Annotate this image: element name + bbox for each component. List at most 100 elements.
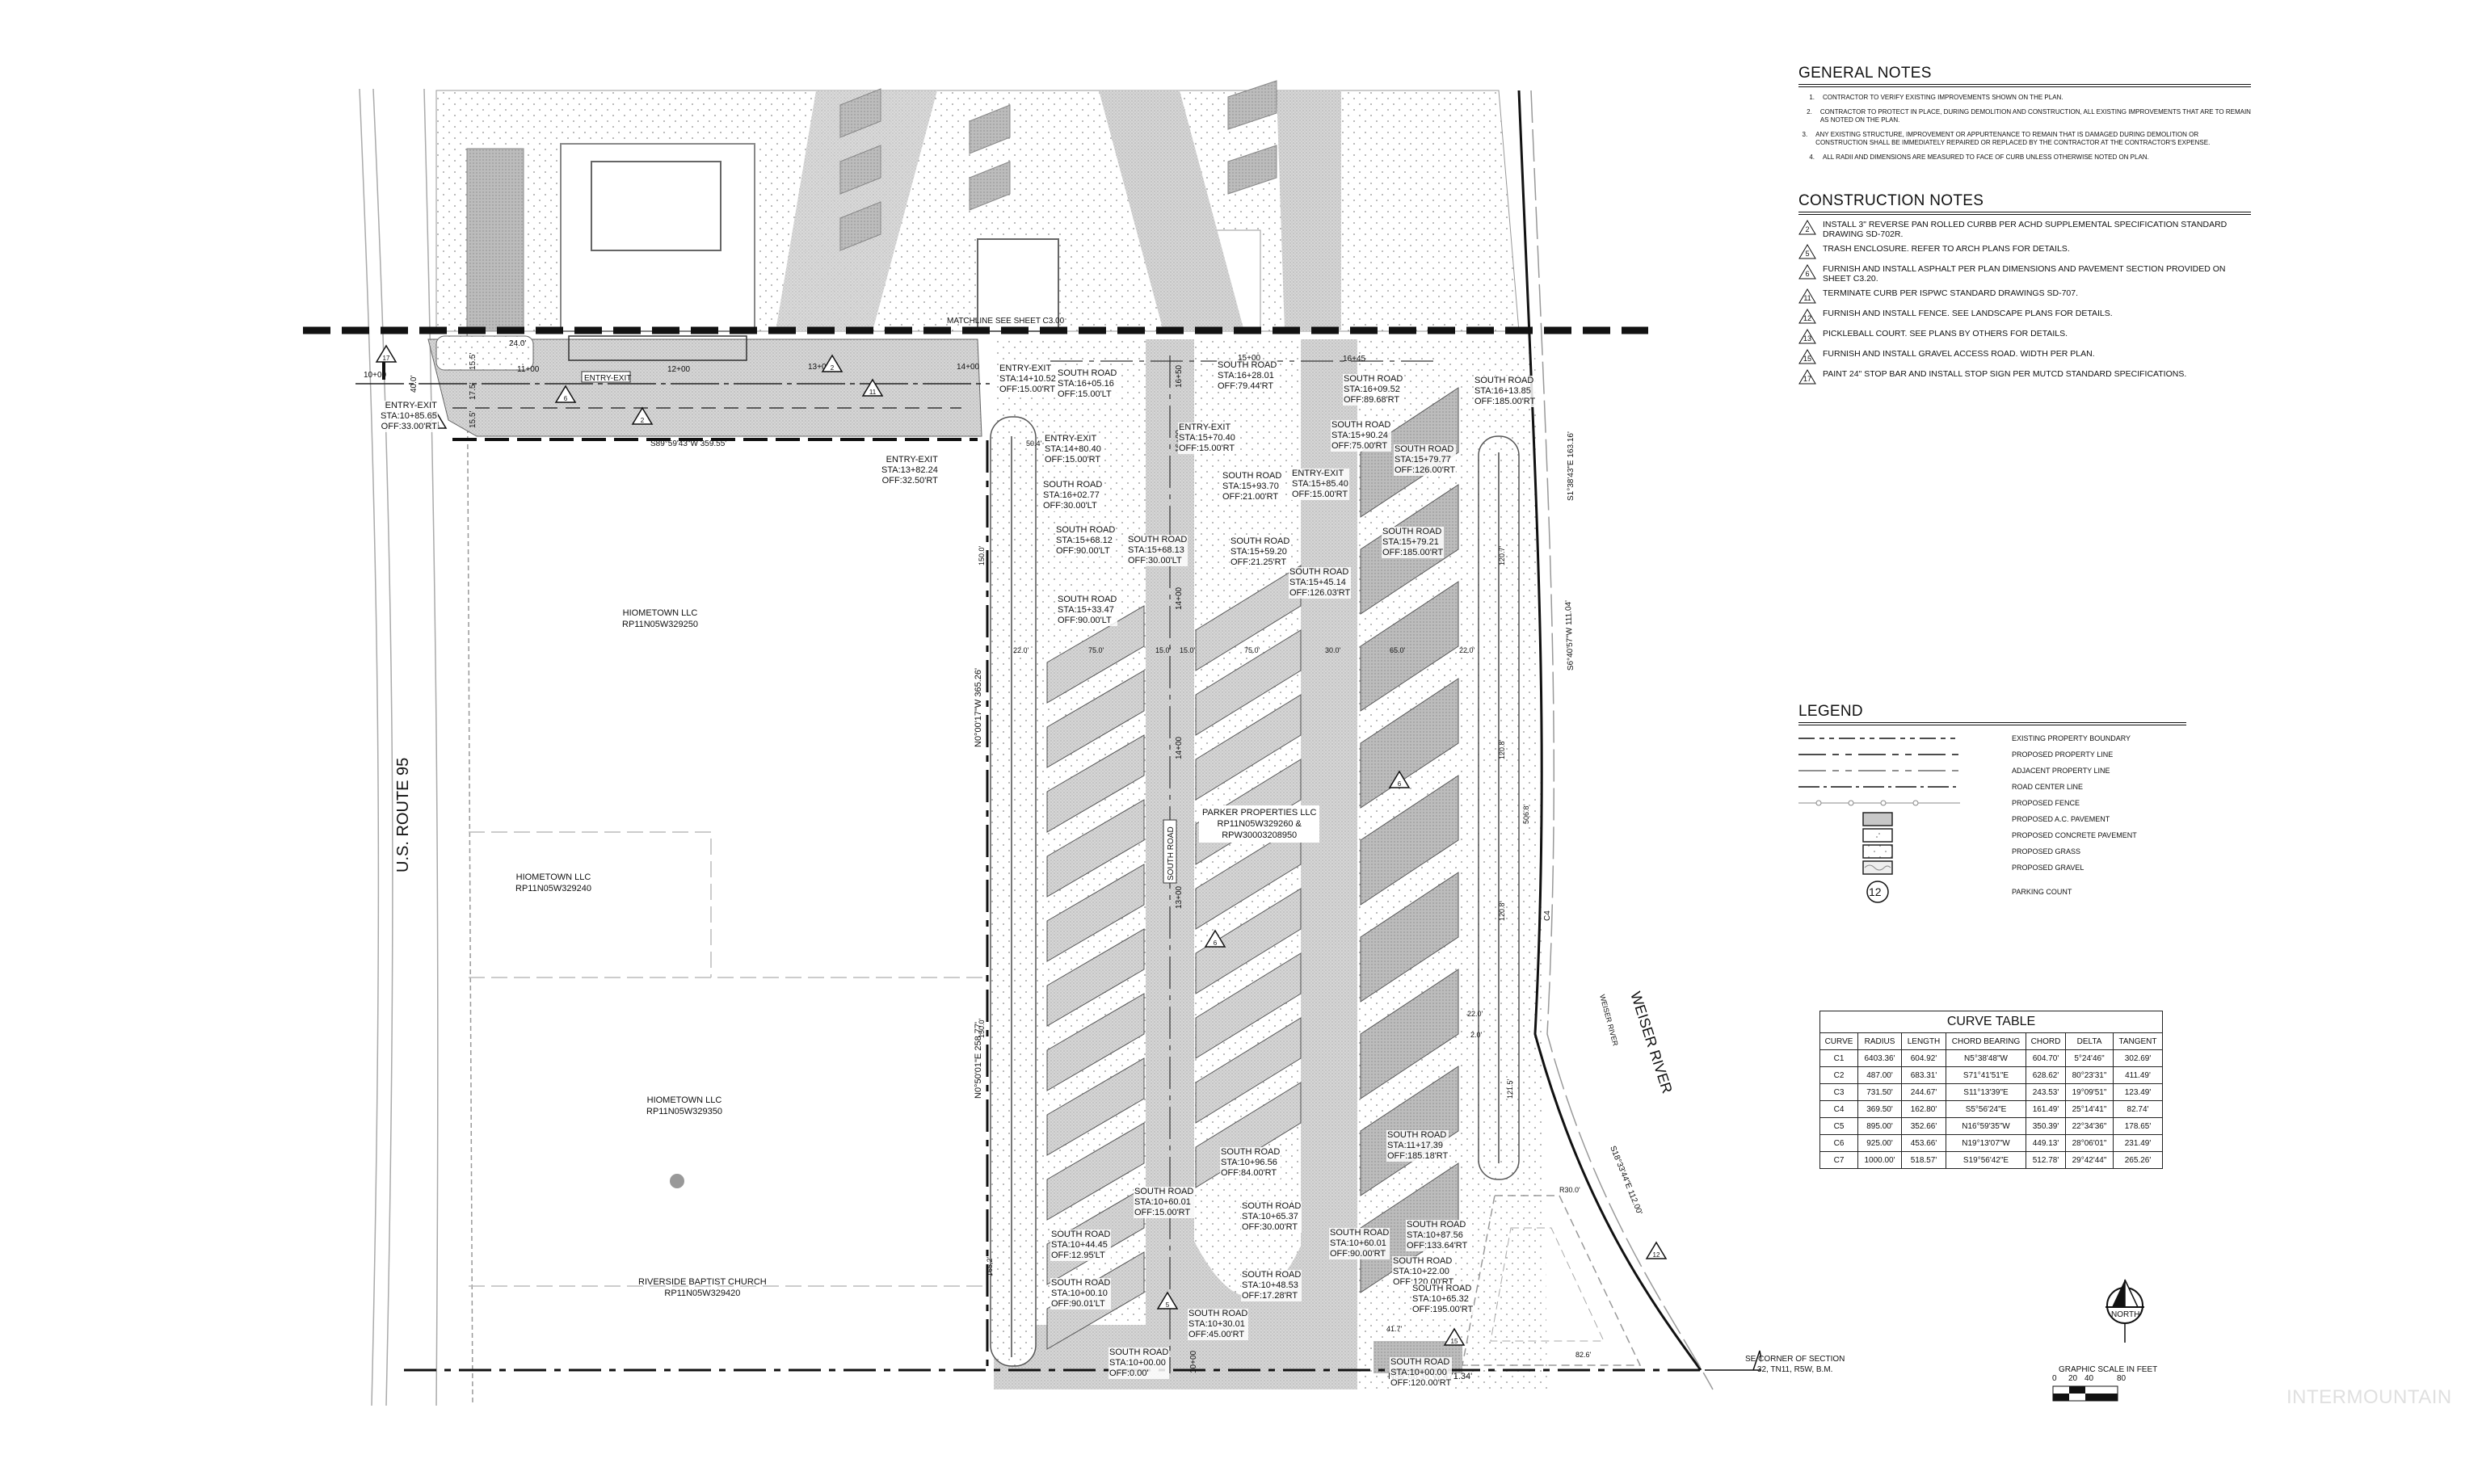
- legend-item: PROPOSED FENCE: [1798, 795, 2186, 811]
- legend-item: ADJACENT PROPERTY LINE: [1798, 763, 2186, 779]
- section-corner-note: SE CORNER OF SECTION 32, TN11, R5W, B.M.: [1745, 1355, 1845, 1374]
- us-route-95: [359, 88, 473, 1406]
- legend-item: ROAD CENTER LINE: [1798, 779, 2186, 795]
- north-boundary-bearing: S89°59'43"W 359.55': [650, 439, 726, 448]
- utility-pole-marker: [670, 1174, 684, 1188]
- svg-text:2: 2: [641, 417, 645, 424]
- svg-text:24.0': 24.0': [509, 339, 526, 348]
- owner-label: HIOMETOWN LLC RP11N05W329250: [622, 608, 698, 629]
- owner-label: PARKER PROPERTIES LLC RP11N05W329260 & R…: [1199, 805, 1320, 843]
- curve-table-header: CURVE RADIUS LENGTH CHORD BEARING CHORD …: [1819, 1032, 2163, 1050]
- svg-text:40.0': 40.0': [410, 376, 419, 393]
- svg-text:82.6': 82.6': [1575, 1351, 1592, 1359]
- owner-label: RIVERSIDE BAPTIST CHURCH RP11N05W329420: [638, 1277, 767, 1298]
- road-center-line-icon: [1798, 779, 2000, 795]
- svg-text:30.0': 30.0': [1325, 646, 1341, 654]
- svg-text:11: 11: [869, 389, 877, 396]
- general-notes-title: GENERAL NOTES: [1798, 65, 2251, 87]
- general-note: 3.ANY EXISTING STRUCTURE, IMPROVEMENT OR…: [1802, 131, 2211, 146]
- svg-text:6: 6: [1214, 940, 1218, 947]
- curve-c4-marker: C4: [1543, 910, 1552, 921]
- watermark: INTERMOUNTAIN: [2286, 1386, 2452, 1408]
- svg-text:15.5': 15.5': [469, 353, 477, 370]
- entry-road-stations: 10+00 11+00 12+00 13+00 14+00: [364, 363, 980, 380]
- svg-text:6: 6: [564, 395, 568, 402]
- svg-text:17.5': 17.5': [469, 383, 477, 400]
- svg-text:13+00: 13+00: [808, 363, 831, 372]
- ac-pavement-swatch: [1798, 811, 2000, 827]
- entry-exit-road-label: ENTRY-EXIT: [584, 374, 631, 383]
- svg-text:N0°00'17"W 365.26': N0°00'17"W 365.26': [974, 668, 983, 747]
- svg-text:22.0': 22.0': [1459, 646, 1475, 654]
- legend-item: PROPOSED GRASS: [1798, 843, 2186, 860]
- svg-text:14+00: 14+00: [957, 363, 980, 372]
- note-triangle-icon: 2: [1798, 220, 1816, 235]
- gravel-swatch: [1798, 860, 2000, 876]
- svg-text:10+00: 10+00: [364, 371, 387, 380]
- weiser-river-label: WEISER RIVER: [1627, 990, 1676, 1095]
- svg-text:75.0': 75.0': [1244, 646, 1260, 654]
- upper-area: [435, 80, 1520, 332]
- concrete-pavement-swatch: [1798, 827, 2000, 843]
- svg-text:150.0': 150.0': [978, 1018, 986, 1038]
- scale-bar-icon: [2052, 1385, 2118, 1402]
- svg-text:12+00: 12+00: [667, 365, 691, 374]
- matchline-label: MATCHLINE SEE SHEET C3.00: [947, 317, 1065, 326]
- property-lines: [404, 90, 1862, 1390]
- proposed-property-line-icon: [1798, 746, 2000, 763]
- svg-text:15.0': 15.0': [1180, 646, 1196, 654]
- north-label: NORTH: [2111, 1310, 2140, 1319]
- svg-text:15.5': 15.5': [469, 411, 477, 428]
- curve-table: CURVE TABLE CURVE RADIUS LENGTH CHORD BE…: [1819, 1011, 2163, 1169]
- curve-table-title: CURVE TABLE: [1819, 1011, 2163, 1032]
- plan-note-markers: [375, 344, 1668, 1346]
- north-arrow-icon: [2105, 1279, 2144, 1343]
- svg-text:41.7': 41.7': [1386, 1325, 1403, 1333]
- svg-text:120.8': 120.8': [1498, 739, 1506, 759]
- site-plan-drawing: U.S. ROUTE 95 MATCHLINE SEE SHEET C3.00 …: [303, 80, 1865, 1406]
- svg-text:12: 12: [1653, 1251, 1660, 1259]
- graphic-scale-title: GRAPHIC SCALE IN FEET: [2059, 1365, 2158, 1374]
- note-triangle-icon: 13: [1798, 329, 1816, 344]
- note-triangle-icon: 17: [1798, 369, 1816, 385]
- svg-text:10+00: 10+00: [1189, 1350, 1198, 1373]
- general-note: 2.CONTRACTOR TO PROTECT IN PLACE, DURING…: [1807, 108, 2251, 124]
- legend-item: PROPOSED GRAVEL: [1798, 860, 2186, 876]
- us-route-95-label: U.S. ROUTE 95: [394, 758, 412, 872]
- adjacent-property-line-icon: [1798, 763, 2000, 779]
- legend-item: PROPOSED CONCRETE PAVEMENT: [1798, 827, 2186, 843]
- svg-text:50.4': 50.4': [1026, 439, 1042, 448]
- legend-item: PROPOSED A.C. PAVEMENT: [1798, 811, 2186, 827]
- note-triangle-icon: 5: [1798, 244, 1816, 259]
- svg-text:150.0': 150.0': [978, 545, 986, 565]
- general-notes: GENERAL NOTES 1.CONTRACTOR TO VERIFY EXI…: [1798, 65, 2251, 162]
- legend-item: EXISTING PROPERTY BOUNDARY: [1798, 730, 2186, 746]
